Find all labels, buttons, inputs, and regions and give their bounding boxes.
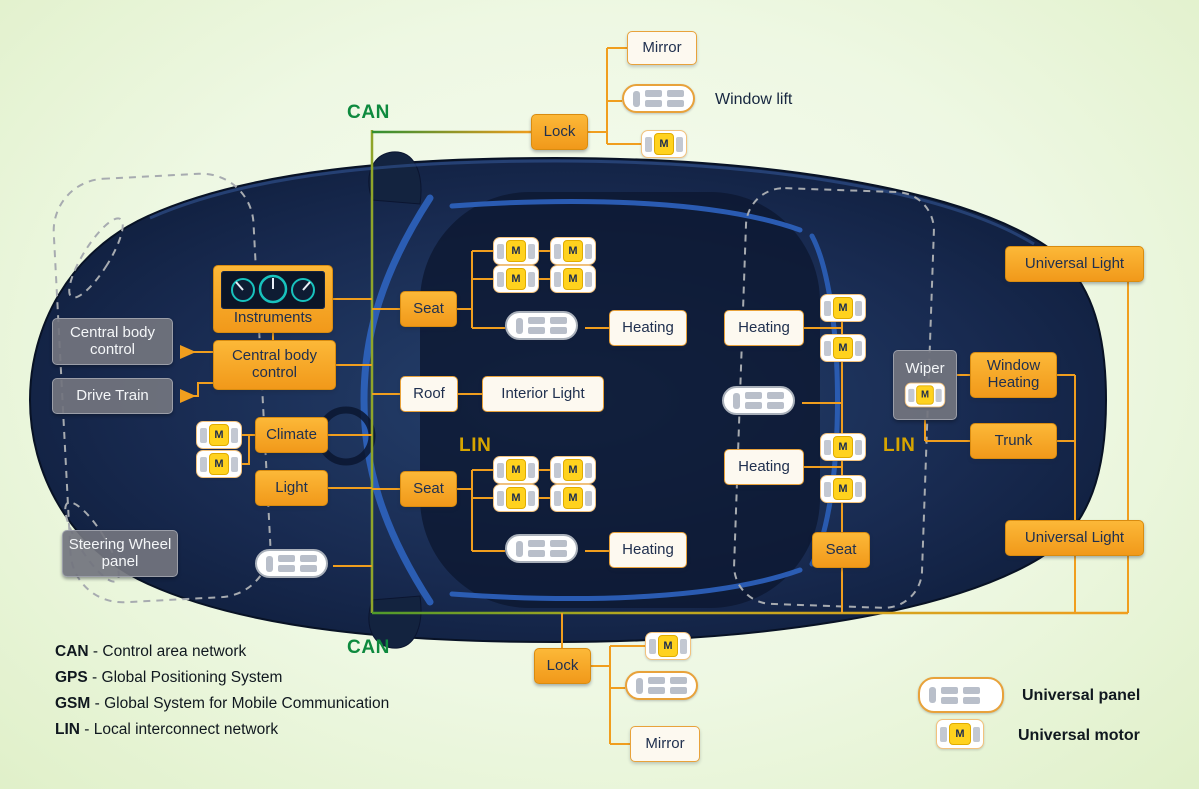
legend-separator: - [88, 643, 103, 660]
panel-buttons [645, 90, 684, 107]
universal-motor-icon: M [641, 130, 687, 158]
dashed-headlight-top [68, 217, 124, 299]
drive-train-box: Drive Train [52, 378, 173, 414]
legend-abbr-lin: LIN - Local interconnect network [55, 721, 278, 739]
motor-core: M [653, 133, 675, 155]
wiper-label: Wiper [905, 359, 945, 377]
legend-term: GPS [55, 669, 88, 686]
universal-panel-icon [918, 677, 1004, 713]
window-heating-box: Window Heating [970, 352, 1057, 398]
legend-abbr-gps: GPS - Global Positioning System [55, 669, 282, 687]
interior-light-box: Interior Light [482, 376, 604, 412]
lock-bottom-box: Lock [534, 648, 591, 684]
universal-motor-icon: M [493, 265, 539, 293]
can-label-top: CAN [347, 102, 390, 123]
universal-motor-icon: M [550, 237, 596, 265]
universal-motor-icon: M [645, 632, 691, 660]
lock-top-box: Lock [531, 114, 588, 150]
roof-box: Roof [400, 376, 458, 412]
universal-light-top-box: Universal Light [1005, 246, 1144, 282]
motor-tab-left [645, 136, 652, 152]
universal-panel-icon [505, 534, 578, 563]
lin-label-front: LIN [459, 435, 492, 456]
instruments-label: Instruments [233, 309, 313, 327]
universal-panel-icon [625, 671, 698, 700]
universal-motor-icon: M [550, 265, 596, 293]
motor-tab-right [676, 136, 684, 152]
legend-term: CAN [55, 643, 89, 660]
legend-definition: Global Positioning System [101, 669, 283, 686]
legend-separator: - [90, 695, 105, 712]
universal-motor-icon: M [550, 484, 596, 512]
legend-separator: - [87, 669, 102, 686]
body-rim-highlight [149, 159, 1035, 246]
instrument-cluster-graphic [221, 271, 325, 310]
window-lift-label: Window lift [715, 91, 793, 108]
mirror-bottom-box: Mirror [630, 726, 700, 762]
mirror-top-box: Mirror [627, 31, 697, 65]
seat-rear-box: Seat [400, 471, 457, 507]
can-label-bottom: CAN [347, 637, 390, 658]
climate-box: Climate [255, 417, 328, 453]
central-body-control-gateway-box: Central body control [213, 340, 336, 390]
universal-motor-icon: M [904, 383, 946, 408]
seat-right-box: Seat [812, 532, 870, 568]
heating-front-left-box: Heating [609, 310, 687, 346]
legend-term: GSM [55, 695, 91, 712]
panel-bar [633, 90, 640, 107]
universal-motor-icon: M [550, 456, 596, 484]
universal-panel-icon [505, 311, 578, 340]
universal-light-bottom-box: Universal Light [1005, 520, 1144, 556]
universal-motor-icon: M [196, 421, 242, 449]
universal-motor-caption: Universal motor [1018, 727, 1140, 744]
motor-letter: M [659, 138, 669, 150]
lin-label-rear: LIN [883, 435, 916, 456]
legend-definition: Local interconnect network [93, 721, 279, 738]
legend-separator: - [79, 721, 94, 738]
universal-panel-icon [722, 386, 795, 415]
wiper-box: Wiper M [893, 350, 957, 420]
universal-motor-icon: M [820, 334, 866, 362]
trunk-box: Trunk [970, 423, 1057, 459]
universal-motor-icon: M [493, 237, 539, 265]
universal-panel-icon [622, 84, 695, 113]
heating-rear-right-box: Heating [724, 449, 804, 485]
roof-rail-bottom [449, 567, 803, 601]
roof-rail-top [449, 199, 803, 233]
universal-motor-icon: M [493, 456, 539, 484]
seat-front-box: Seat [400, 291, 457, 327]
universal-panel-caption: Universal panel [1022, 687, 1141, 704]
instruments-box: Instruments [213, 265, 333, 333]
universal-panel-icon [255, 549, 328, 578]
central-body-control-module-box: Central body control [52, 318, 173, 365]
universal-motor-icon: M [493, 484, 539, 512]
can-bus-trunk [370, 130, 1128, 615]
universal-motor-icon: M [936, 719, 984, 749]
car-mirror-fin-top [368, 151, 422, 205]
windshield-front [360, 194, 434, 606]
universal-motor-icon: M [820, 433, 866, 461]
light-box: Light [255, 470, 328, 506]
legend-term: LIN [55, 721, 80, 738]
steering-wheel-panel-box: Steering Wheel panel [62, 530, 178, 577]
legend-definition: Global System for Mobile Communication [104, 695, 390, 712]
heating-rear-left-box: Heating [609, 532, 687, 568]
legend-definition: Control area network [102, 643, 247, 660]
legend-abbr-gsm: GSM - Global System for Mobile Communica… [55, 695, 389, 713]
universal-motor-icon: M [820, 294, 866, 322]
legend-abbr-can: CAN - Control area network [55, 643, 246, 661]
universal-motor-icon: M [820, 475, 866, 503]
universal-motor-icon: M [196, 450, 242, 478]
heating-front-right-box: Heating [724, 310, 804, 346]
